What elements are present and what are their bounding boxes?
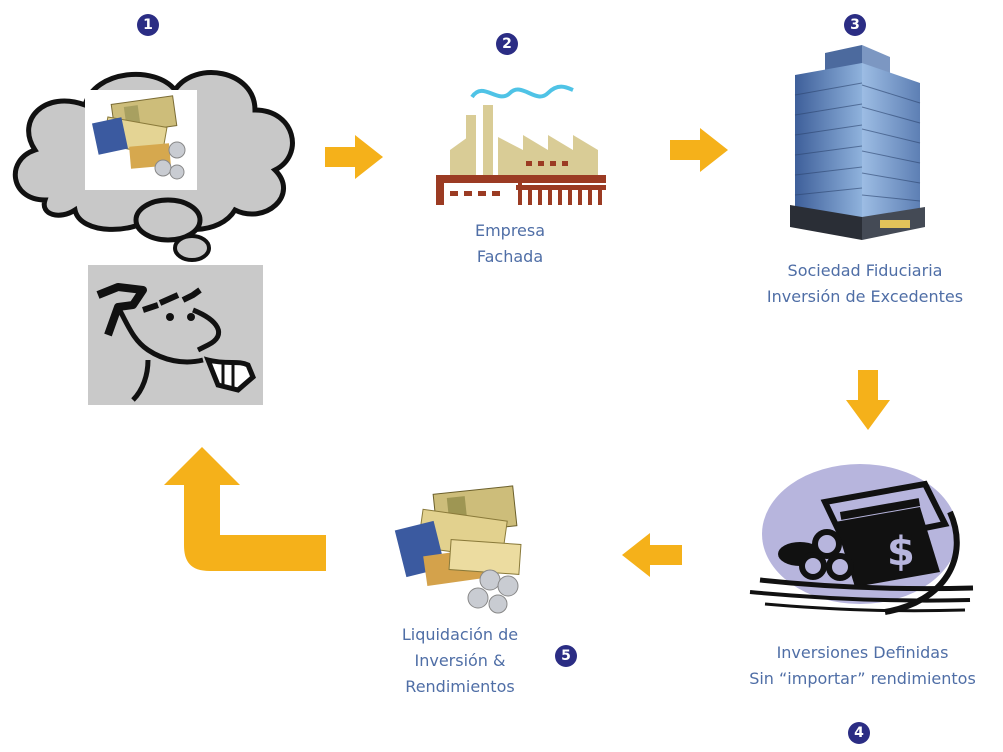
step-4-label: Inversiones Definidas Sin “importar” ren…	[725, 640, 1000, 692]
step-2-label: Empresa Fachada	[455, 218, 565, 270]
step-3-label-line1: Sociedad Fiduciaria	[787, 261, 943, 280]
svg-text:$: $	[887, 529, 915, 575]
step-4-badge: 4	[848, 722, 870, 744]
return-arrow-icon	[164, 447, 326, 571]
step-2-label-line1: Empresa	[474, 221, 546, 240]
step-5-label: Liquidación de Inversión & Rendimientos	[385, 622, 535, 700]
arrow-icon	[846, 370, 890, 430]
step-3-label: Sociedad Fiduciaria Inversión de Exceden…	[745, 258, 985, 310]
step-5-label-line3: Rendimientos	[405, 677, 515, 696]
cash-pile-icon	[394, 485, 522, 614]
step-4-label-line1: Inversiones Definidas	[776, 643, 949, 662]
money-photo	[85, 90, 197, 190]
step-4-label-line2: Sin “importar” rendimientos	[749, 669, 976, 688]
step-2-badge: 2	[496, 33, 518, 55]
step-5-label-line1: Liquidación de	[401, 625, 519, 644]
step-5-label-line2: Inversión &	[414, 651, 506, 670]
arrow-icon	[670, 128, 728, 172]
step-2-label-line2: Fachada	[476, 247, 544, 266]
office-building-icon	[790, 45, 925, 240]
step-3-label-line2: Inversión de Excedentes	[766, 287, 964, 306]
step-3-badge: 3	[844, 14, 866, 36]
money-icon	[92, 95, 186, 180]
factory-icon	[436, 84, 606, 205]
step-1-badge: 1	[137, 14, 159, 36]
step-5-badge: 5	[555, 645, 577, 667]
arrow-icon	[325, 135, 383, 179]
investment-disc-icon: $	[749, 464, 974, 615]
thinking-man-panel	[88, 265, 263, 405]
arrow-icon	[622, 533, 682, 577]
thinking-man-icon	[96, 283, 257, 402]
